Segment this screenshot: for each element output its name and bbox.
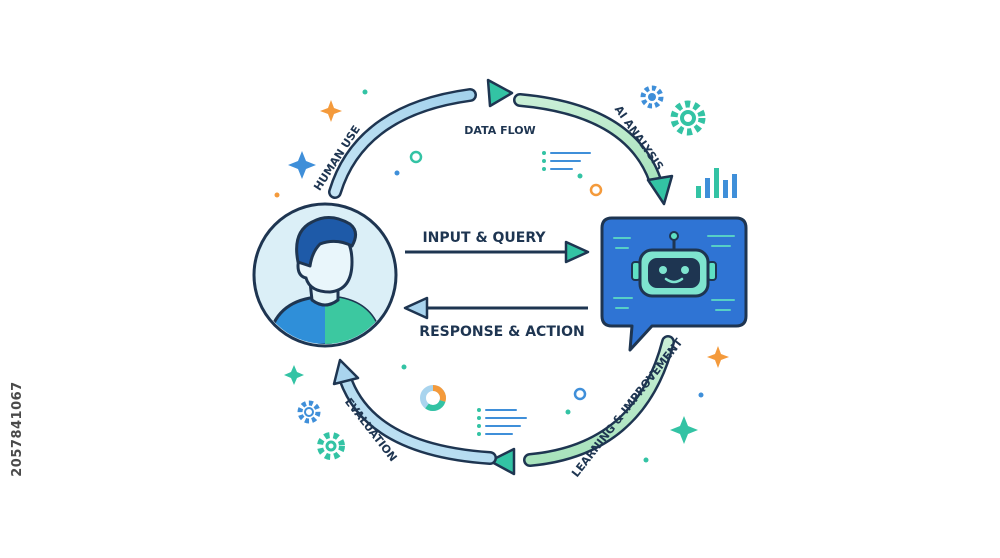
label-data-flow: DATA FLOW — [464, 124, 535, 137]
decor-dots — [274, 89, 704, 463]
gear-icon — [317, 432, 345, 460]
sparkle-icon — [320, 100, 342, 122]
arc-arrowhead — [488, 447, 516, 476]
list-icon — [477, 408, 527, 436]
label-learning-improvement: LEARNING & IMPROVEMENT — [569, 336, 686, 480]
sparkle-icon — [707, 346, 729, 368]
gear-icon — [670, 100, 706, 136]
sparkle-icon — [284, 365, 304, 385]
response-action-arrow — [403, 296, 588, 320]
list-icon — [542, 151, 591, 171]
arc-arrowhead — [646, 174, 674, 206]
label-input-query: INPUT & QUERY — [422, 230, 546, 246]
arc-learning — [488, 335, 675, 476]
arc-human-use — [328, 78, 514, 199]
bar-chart-icon — [696, 168, 737, 198]
arc-ai-analysis — [513, 93, 674, 206]
robot-icon — [631, 231, 717, 298]
label-response-action: RESPONSE & ACTION — [419, 324, 584, 340]
gear-icon — [297, 400, 321, 424]
arc-arrowhead — [332, 358, 360, 386]
person-avatar — [252, 202, 398, 348]
watermark-text: 2057841067 — [10, 381, 25, 477]
stock-id-watermark: 2057841067 — [4, 310, 28, 550]
donut-chart-icon — [420, 385, 446, 411]
arc-arrowhead — [486, 78, 514, 108]
robot-chat-bubble — [600, 216, 748, 352]
arc-evaluation — [332, 358, 497, 465]
gear-icon — [640, 85, 664, 109]
input-query-arrow — [405, 240, 590, 264]
sparkle-icon — [670, 416, 698, 444]
sparkle-icon — [288, 151, 316, 179]
